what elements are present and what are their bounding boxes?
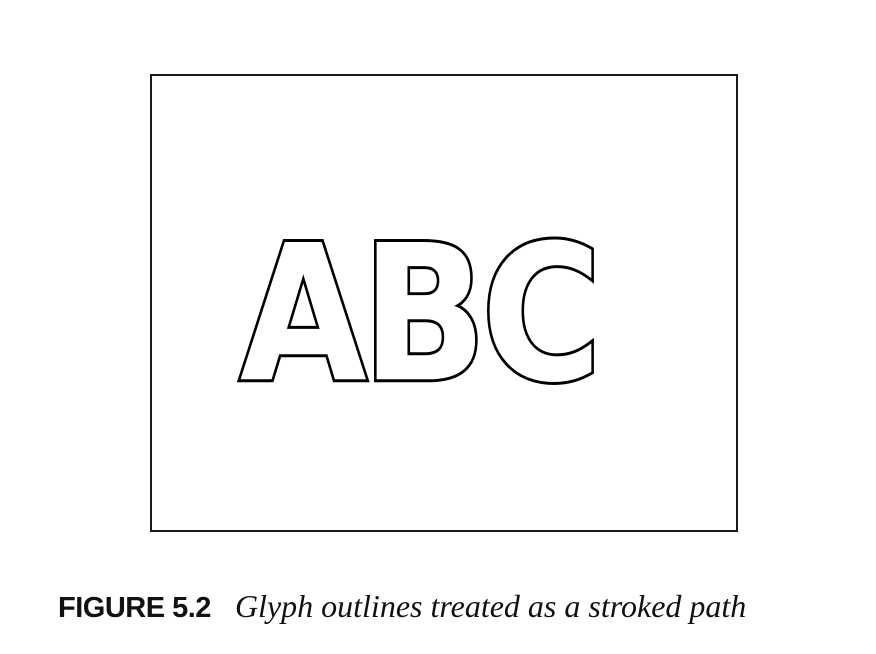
glyph-text-abc: ABC	[240, 205, 597, 424]
figure-caption: FIGURE 5.2 Glyph outlines treated as a st…	[58, 584, 858, 630]
figure-label: FIGURE 5.2	[58, 592, 211, 624]
figure-caption-text: Glyph outlines treated as a stroked path	[234, 588, 747, 624]
figure-frame: ABC	[150, 74, 738, 532]
stroked-glyph-outlines: ABC	[237, 202, 606, 427]
